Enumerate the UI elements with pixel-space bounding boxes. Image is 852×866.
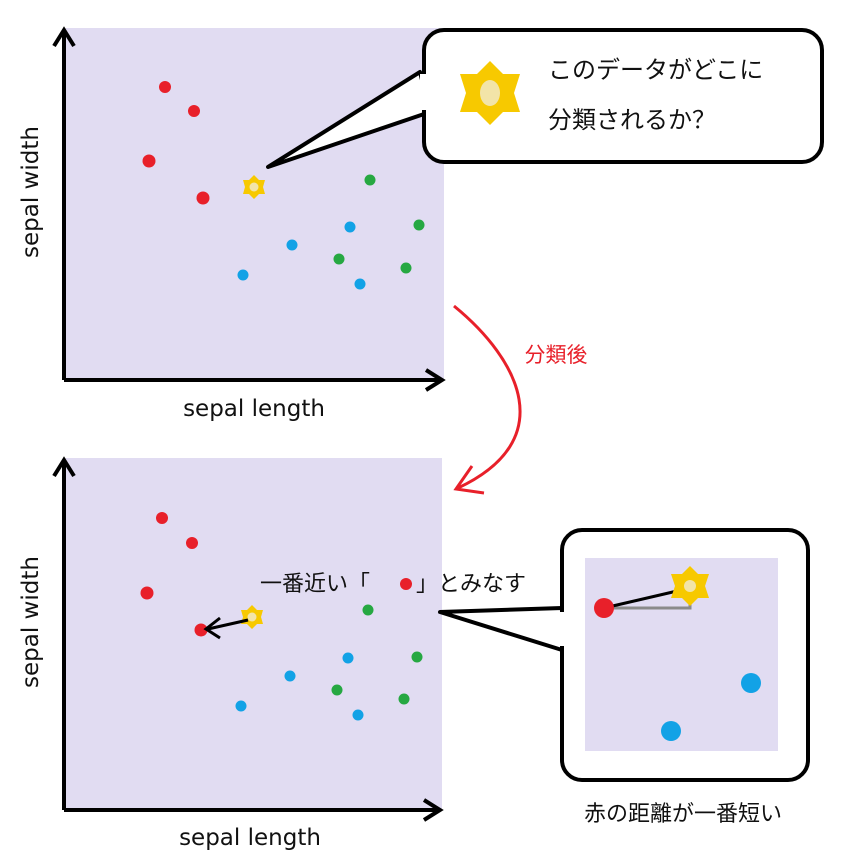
bottom-y-axis-arrowhead <box>52 456 76 478</box>
bottom-plot-background <box>64 458 442 810</box>
bottom-blue-point <box>284 670 296 682</box>
bottom-red-point <box>140 586 154 600</box>
annotation-prefix: 一番近い「 <box>260 572 370 597</box>
bottom-red-point <box>186 537 198 549</box>
top-y-axis-arrowhead <box>52 26 76 48</box>
top-x-axis-arrowhead <box>424 368 446 392</box>
zoom-blue-point <box>741 673 761 693</box>
bottom-green-point <box>411 651 423 663</box>
bottom-x-axis-arrowhead <box>422 798 444 822</box>
transition-arrowhead <box>453 465 485 495</box>
question-callout: このデータがどこに 分類されるか？ <box>266 28 824 169</box>
callout-text-line2: 分類されるか？ <box>548 106 716 134</box>
bottom-scatter-plot <box>52 456 444 822</box>
nearest-neighbor-arrowhead <box>203 616 221 640</box>
transition-arrow <box>453 304 522 495</box>
top-red-point <box>159 81 171 93</box>
bottom-blue-point <box>342 652 354 664</box>
zoom-blue-point <box>661 721 681 741</box>
top-green-point <box>413 219 425 231</box>
bottom-blue-point <box>235 700 247 712</box>
top-blue-point <box>286 239 298 251</box>
bottom-green-point <box>398 693 410 705</box>
nearest-annotation: 一番近い「 」とみなす <box>260 572 526 597</box>
top-blue-point <box>354 278 366 290</box>
zoom-caption: 赤の距離が一番短い <box>584 802 782 827</box>
bottom-unknown-star-icon <box>241 605 263 629</box>
annotation-suffix: 」とみなす <box>416 572 526 597</box>
annotation-red-dot <box>400 578 412 590</box>
top-red-point <box>196 191 210 205</box>
callout-star-icon <box>460 61 520 125</box>
top-green-point <box>400 262 412 274</box>
bottom-red-point <box>194 623 208 637</box>
bottom-blue-point <box>352 709 364 721</box>
top-scatter-plot <box>52 26 446 392</box>
top-red-point <box>142 154 156 168</box>
top-x-axis-label: sepal length <box>183 396 325 422</box>
top-y-axis-label: sepal width <box>18 126 44 258</box>
top-red-point <box>188 105 200 117</box>
bottom-green-point <box>331 684 343 696</box>
top-unknown-star-icon <box>243 175 265 199</box>
top-blue-point <box>237 269 249 281</box>
top-green-point <box>364 174 376 186</box>
bottom-x-axis-label: sepal length <box>179 825 321 851</box>
top-plot-background <box>64 28 444 380</box>
zoom-callout <box>438 528 810 782</box>
zoom-pointer <box>438 606 564 652</box>
bottom-green-point <box>362 604 374 616</box>
bottom-y-axis-label: sepal width <box>18 556 44 688</box>
transition-label: 分類後 <box>525 343 588 367</box>
callout-text-line1: このデータがどこに <box>548 56 763 84</box>
top-blue-point <box>344 221 356 233</box>
bottom-red-point <box>156 512 168 524</box>
top-green-point <box>333 253 345 265</box>
zoom-star-icon <box>671 566 709 606</box>
transition-curve <box>453 304 522 490</box>
zoom-red-point <box>594 598 614 618</box>
nearest-neighbor-arrow <box>207 618 249 631</box>
